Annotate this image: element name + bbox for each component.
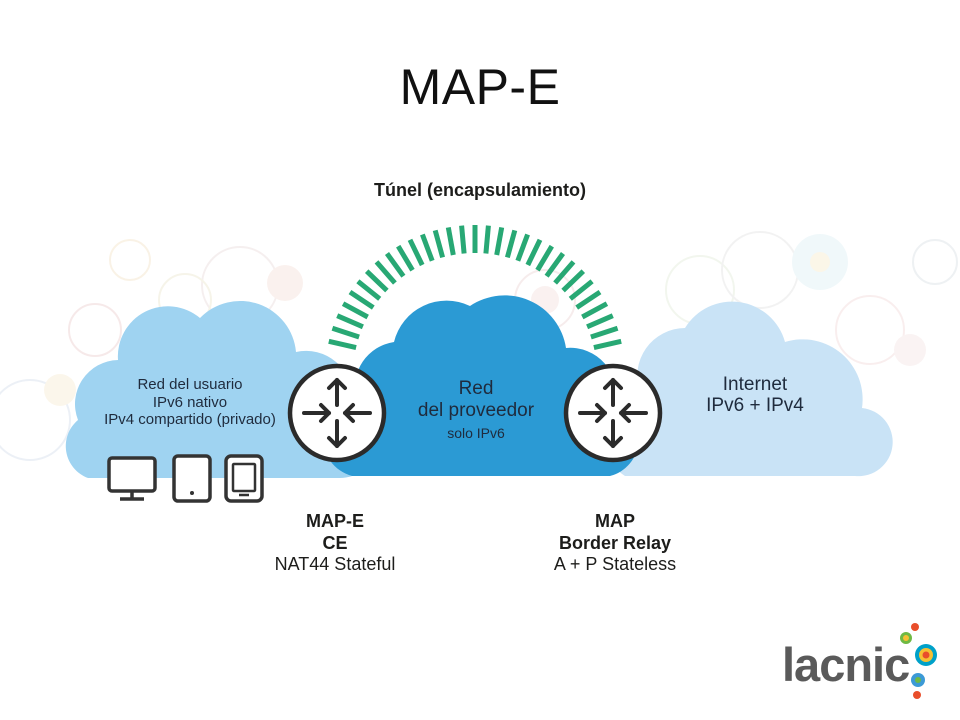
- ce-label-line1: MAP-E: [306, 511, 364, 531]
- tunnel-dash: [348, 290, 375, 310]
- tunnel-dash: [575, 290, 602, 310]
- tunnel-dash: [420, 233, 435, 262]
- tunnel-dash: [544, 252, 566, 278]
- slide-title: MAP-E: [399, 59, 561, 115]
- tunnel-arc: [328, 225, 622, 351]
- user-network-title: Red del usuario: [137, 376, 243, 393]
- tunnel-dash: [593, 338, 622, 351]
- tunnel-dash: [384, 252, 406, 278]
- tunnel-dash: [586, 313, 614, 330]
- user-network-ipv6: IPv6 nativo: [152, 393, 228, 411]
- tunnel-dash: [396, 244, 415, 272]
- internet-cloud: [603, 301, 893, 477]
- tunnel-dash: [561, 269, 586, 293]
- user-network-label: Red del usuario IPv6 nativo IPv4 compart…: [80, 376, 300, 429]
- user-network-ipv4: IPv4 compartido (privado): [104, 411, 276, 429]
- tunnel-dash: [553, 260, 576, 285]
- tunnel-dash: [374, 260, 397, 285]
- tunnel-dash: [590, 325, 619, 340]
- tunnel-dash: [336, 313, 364, 330]
- tunnel-dash: [494, 226, 505, 256]
- tunnel-dash: [525, 238, 543, 267]
- tunnel-label: Túnel (encapsulamiento): [373, 180, 587, 200]
- tunnel-dash: [483, 225, 491, 254]
- tunnel-dash: [328, 338, 357, 351]
- tablet-icon: [172, 454, 212, 503]
- tunnel-dash: [432, 229, 446, 259]
- provider-network-cloud: [322, 295, 639, 476]
- border-relay-label: MAP Border Relay A + P Stateless: [505, 511, 725, 576]
- internet-protocols: IPv6 + IPv4: [706, 395, 804, 417]
- ce-label-line2: CE: [322, 532, 348, 553]
- tunnel-dash: [535, 244, 554, 272]
- tunnel-dash: [331, 325, 360, 340]
- provider-network-title: Red: [458, 378, 494, 399]
- tunnel-dash: [504, 229, 518, 259]
- tunnel-dash: [459, 225, 467, 254]
- tunnel-dash: [515, 233, 530, 262]
- border-relay-router-icon: [563, 363, 663, 463]
- monitor-icon: [107, 456, 157, 501]
- border-relay-label-line3: A + P Stateless: [553, 554, 677, 575]
- internet-title: Internet: [722, 374, 788, 395]
- lacnic-logo-dots: [900, 623, 937, 699]
- tunnel-dash: [445, 226, 456, 256]
- tunnel-dash: [407, 238, 425, 267]
- lacnic-logo-text: lacnic: [782, 638, 910, 691]
- provider-network-ipv6: solo IPv6: [447, 424, 505, 441]
- phone-icon: [224, 454, 264, 503]
- tunnel-dash: [356, 279, 382, 301]
- ce-label-line3: NAT44 Stateful: [274, 554, 396, 575]
- internet-label: Internet IPv6 + IPv4: [680, 374, 830, 417]
- provider-network-subtitle: del proveedor: [417, 400, 535, 422]
- border-relay-label-line2: Border Relay: [558, 532, 672, 553]
- tunnel-dash: [568, 279, 594, 301]
- ce-router-icon: [287, 363, 387, 463]
- tunnel-dash: [341, 301, 369, 320]
- tunnel-dash: [364, 269, 389, 293]
- provider-network-label: Red del proveedor solo IPv6: [396, 378, 556, 441]
- border-relay-label-line1: MAP: [595, 511, 635, 531]
- ce-label: MAP-E CE NAT44 Stateful: [230, 511, 440, 576]
- tunnel-dash: [581, 301, 609, 320]
